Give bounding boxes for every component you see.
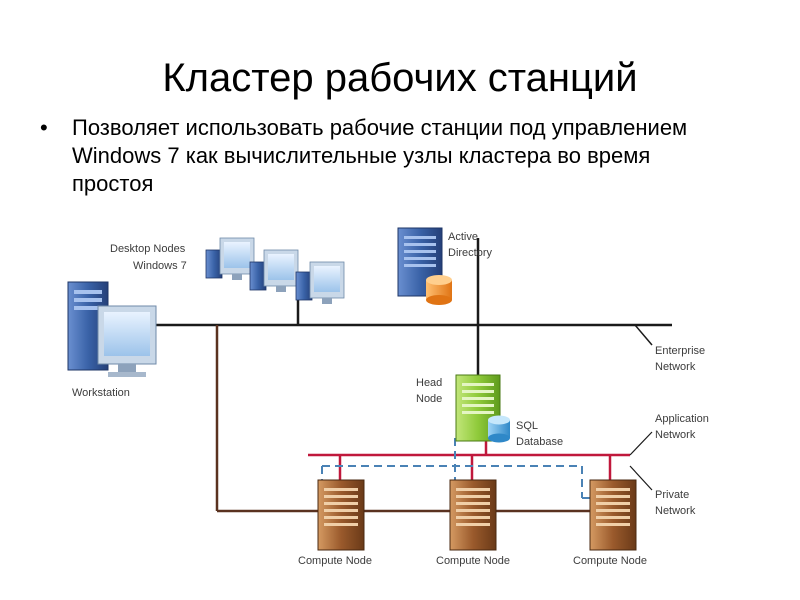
desktop-node-icon [295,261,345,304]
private-network-label-2: Network [655,505,696,517]
slide-title: Кластер рабочих станций [162,56,638,100]
workstation-label: Workstation [72,387,130,399]
compute-node-label: Compute Node [573,555,647,567]
compute-node-label: Compute Node [436,555,510,567]
head-node-server-icon [455,374,501,442]
application-network-label-2: Network [655,429,696,441]
compute-node-server-icon [449,479,497,551]
compute-node-server-icon [589,479,637,551]
desktop-node-icon [249,249,299,292]
application-network-label: Application [655,413,709,425]
active-directory-database-icon [426,275,452,305]
active-directory-label-2: Directory [448,247,493,259]
sql-database-label: SQL [516,420,538,432]
head-node-label: Head [416,377,442,389]
compute-node-label: Compute Node [298,555,372,567]
compute-node-server-icon [317,479,365,551]
private-network-pointer [629,465,653,491]
application-network-pointer [629,431,653,456]
enterprise-network-pointer [634,324,653,346]
desktop-nodes-os-label: Windows 7 [133,260,187,272]
sql-database-icon [488,415,510,443]
active-directory-label: Active [448,231,478,243]
private-network-label: Private [655,489,689,501]
enterprise-network-label: Enterprise [655,345,705,357]
enterprise-network-label-2: Network [655,361,696,373]
desktop-node-icon [205,237,255,280]
bullet-dot-icon: • [40,115,48,140]
head-node-label-2: Node [416,393,442,405]
sql-database-label-2: Database [516,436,563,448]
workstation-icon [67,281,157,377]
desktop-nodes-label: Desktop Nodes [110,243,186,255]
bullet-text: Позволяет использовать рабочие станции п… [72,115,688,196]
